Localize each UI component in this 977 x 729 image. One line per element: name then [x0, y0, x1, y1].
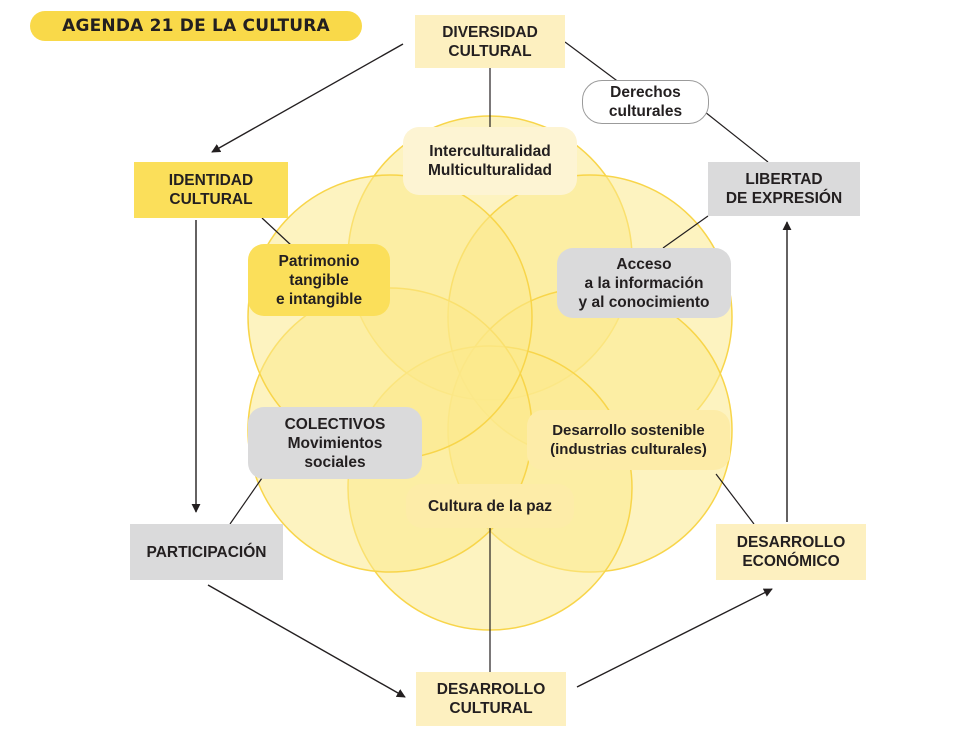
pill-acceso-informacion: Acceso a la información y al conocimient…: [557, 248, 731, 318]
pill-cultura-paz: Cultura de la paz: [406, 484, 574, 528]
line-diversidad-derechos: [564, 41, 621, 84]
line-derechos-libertad: [704, 111, 769, 163]
node-participacion: PARTICIPACIÓN: [130, 524, 283, 580]
line-identidad-patrimonio: [261, 217, 293, 247]
pill-colectivos: COLECTIVOS Movimientos sociales: [248, 407, 422, 479]
node-desarrollo-economico: DESARROLLO ECONÓMICO: [716, 524, 866, 580]
pill-derechos-culturales: Derechos culturales: [582, 80, 709, 124]
cycle-arrows: [191, 43, 792, 698]
pill-desarrollo-sostenible: Desarrollo sostenible (industrias cultur…: [527, 410, 730, 470]
arrow-participacion-to-desarrollo-cultural: [207, 584, 406, 698]
pill-interculturalidad: Interculturalidad Multiculturalidad: [403, 127, 577, 195]
connector-lines: [229, 41, 769, 672]
node-libertad-expresion: LIBERTAD DE EXPRESIÓN: [708, 162, 860, 216]
arrow-desarrollo-cultural-to-economico: [576, 588, 773, 688]
arrow-diversidad-to-identidad: [211, 43, 404, 153]
node-diversidad-cultural: DIVERSIDAD CULTURAL: [415, 15, 565, 68]
node-identidad-cultural: IDENTIDAD CULTURAL: [134, 162, 288, 218]
node-desarrollo-cultural: DESARROLLO CULTURAL: [416, 672, 566, 726]
line-libertad-acceso: [662, 215, 709, 249]
line-colectivos-participacion: [229, 477, 263, 525]
diagram-title: AGENDA 21 DE LA CULTURA: [30, 11, 362, 41]
pill-patrimonio: Patrimonio tangible e intangible: [248, 244, 390, 316]
line-sostenible-economico: [715, 473, 755, 525]
